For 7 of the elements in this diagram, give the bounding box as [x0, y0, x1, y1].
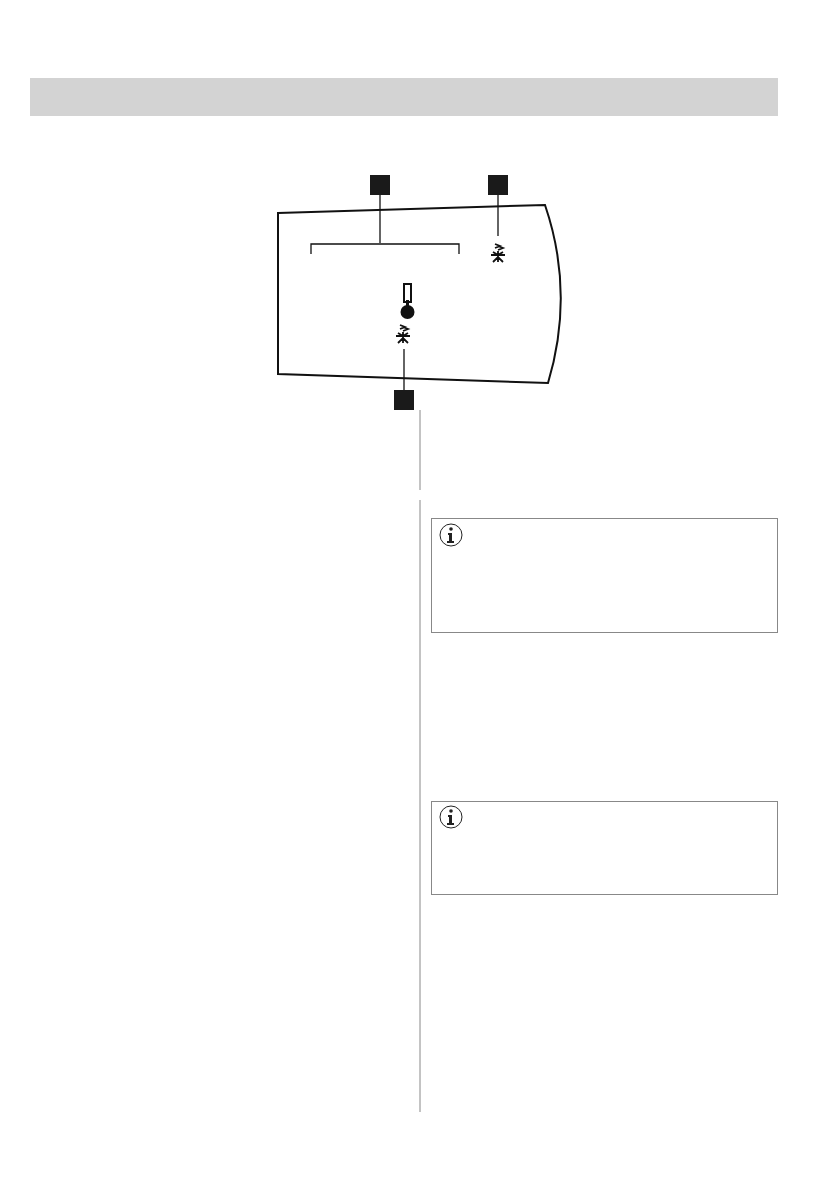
callout-square [394, 390, 414, 410]
leader-line [403, 348, 405, 391]
leader-line [497, 194, 499, 237]
leader-line [379, 194, 381, 244]
bracket [310, 243, 460, 254]
callout-square [488, 175, 508, 195]
callout-square [370, 175, 390, 195]
